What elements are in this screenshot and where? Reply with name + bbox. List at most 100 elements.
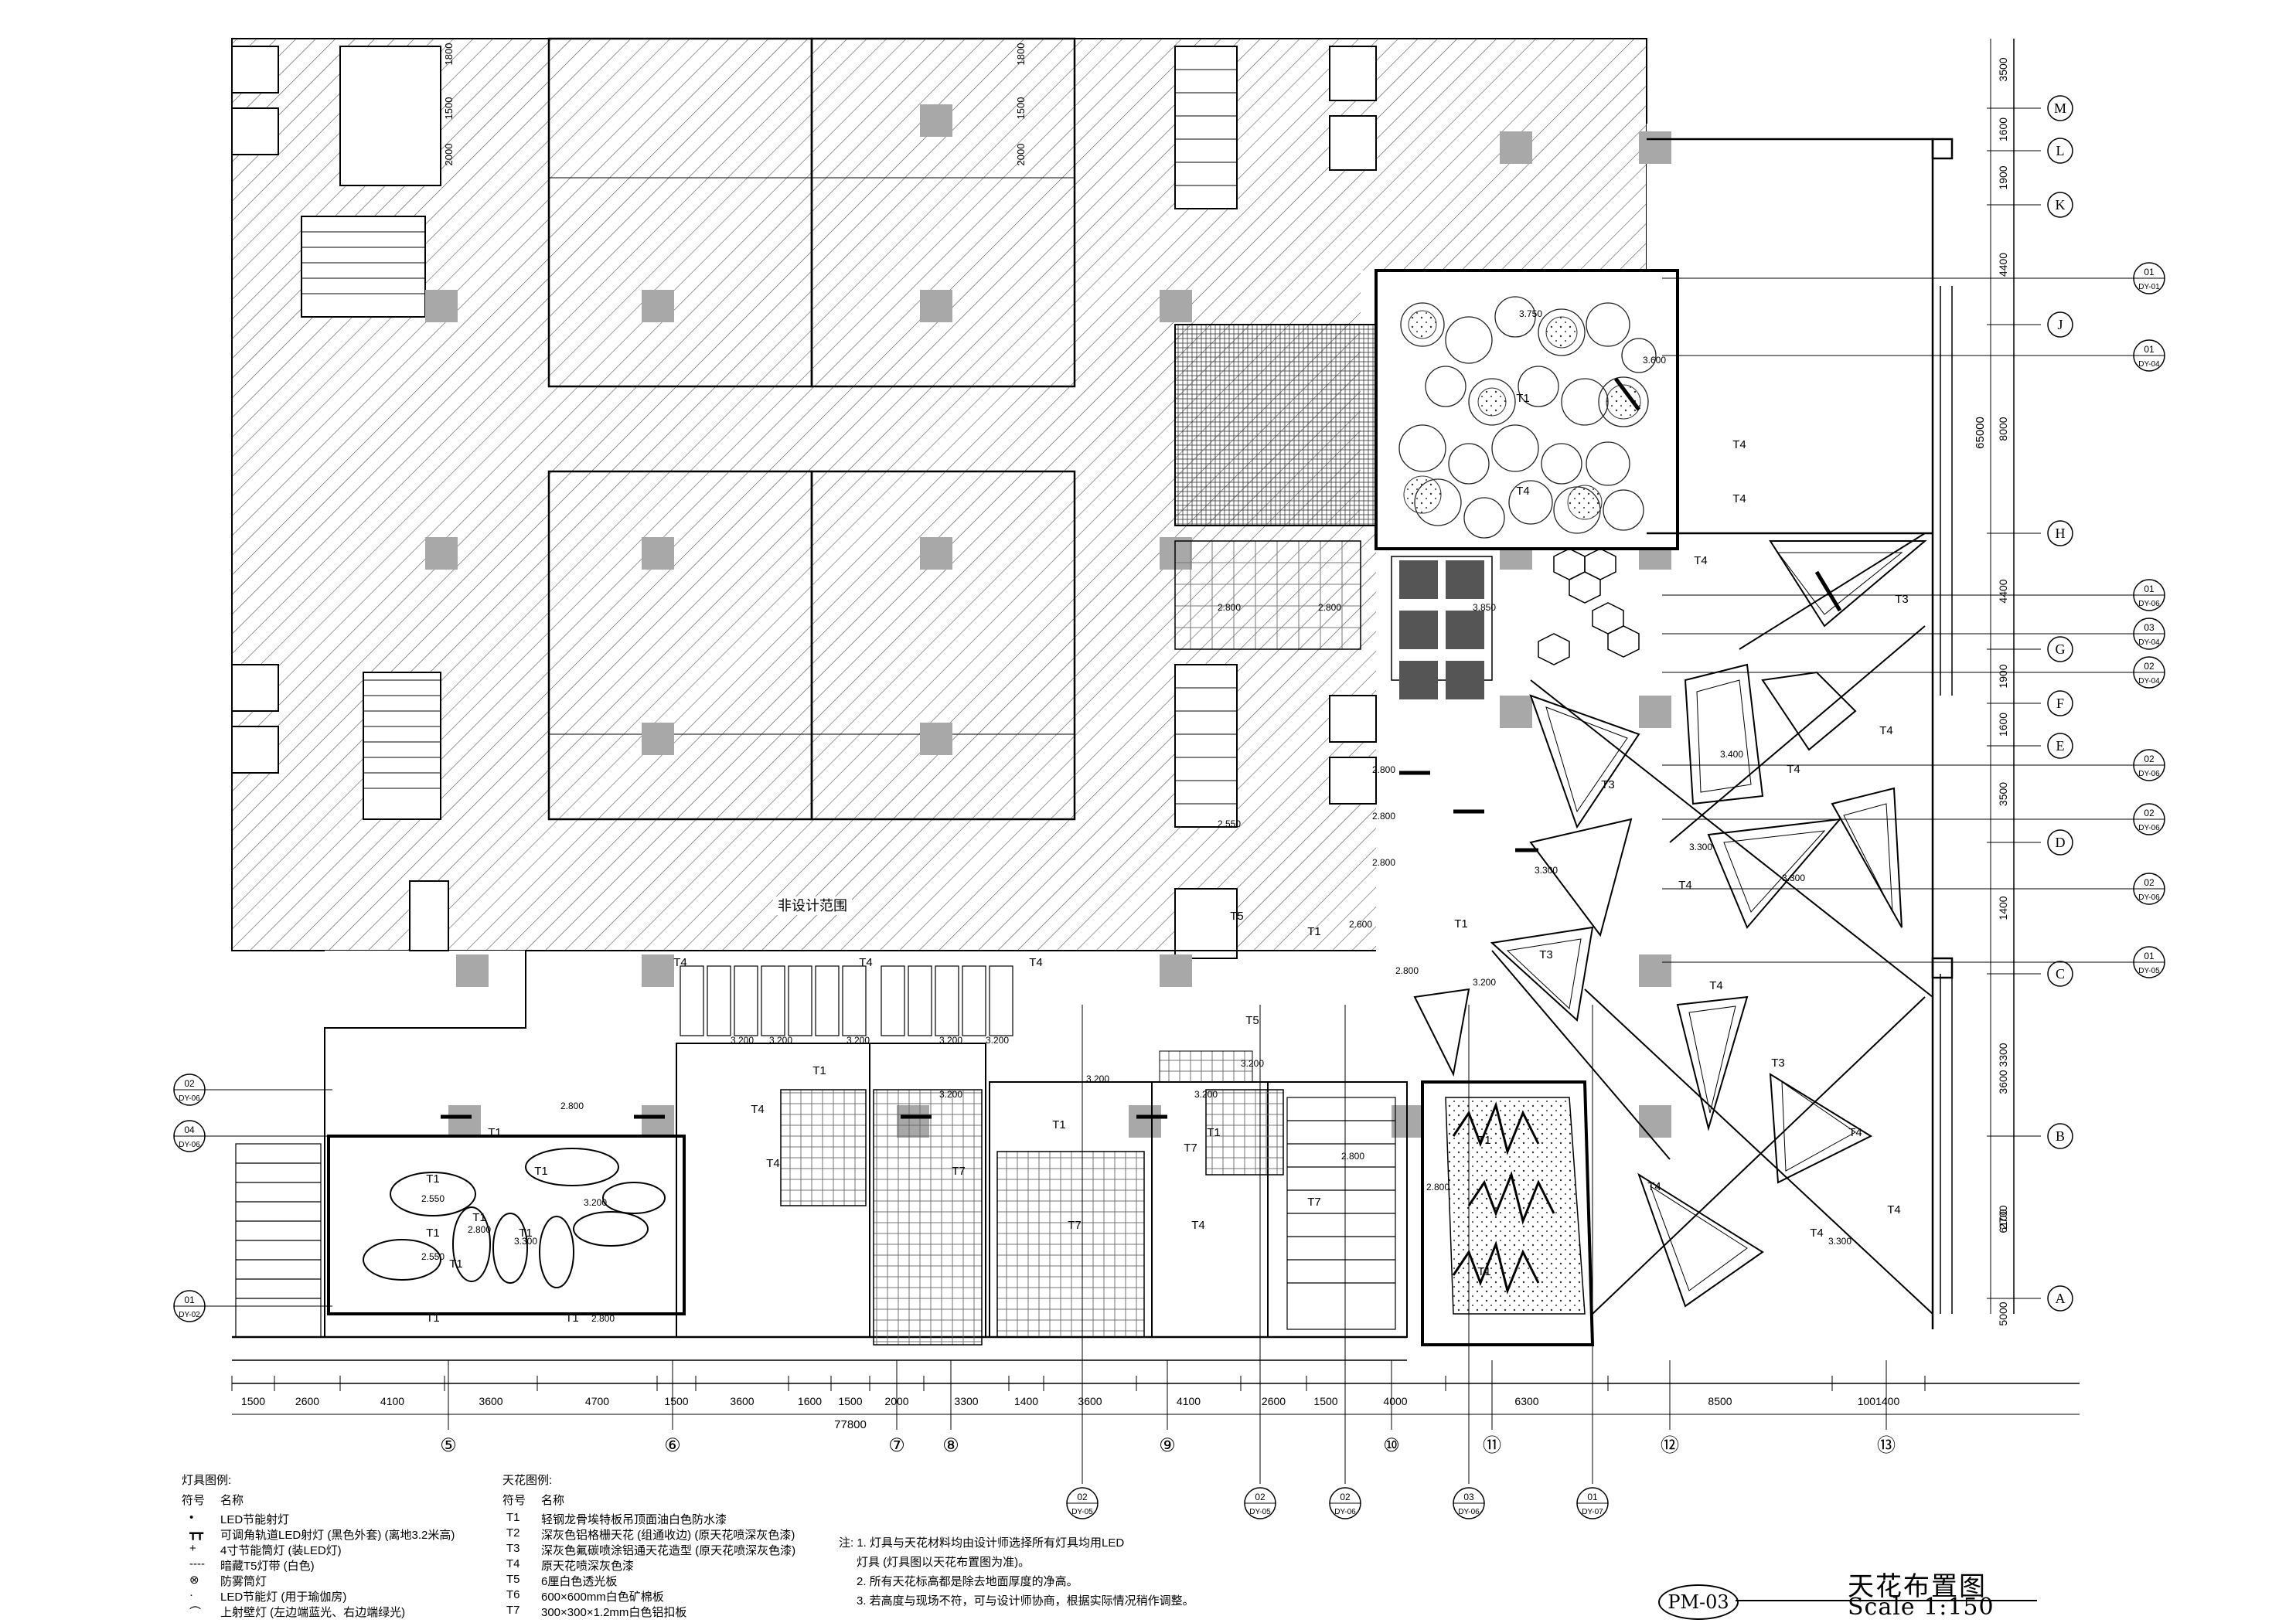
diagonal-ceiling-lines (1491, 532, 1933, 1315)
bottom-dim: 1400 (1014, 1395, 1038, 1407)
ceiling-height: 3.200 (769, 1035, 792, 1046)
light-legend-symbol: ┳┳ (189, 1527, 204, 1540)
ceiling-height: 2.600 (1349, 919, 1372, 930)
light-strip-marks (441, 377, 1842, 1119)
ceiling-code: T4 (1516, 485, 1530, 498)
ceiling-code: T1 (534, 1165, 548, 1178)
ceiling-code: T3 (1771, 1056, 1785, 1070)
ceiling-code: T1 (426, 1172, 440, 1186)
ceiling-code-labels: T1T4T4T4T4T3T4T4T3T4T4T3T4T4T4T3T1T1T1T4… (421, 43, 1909, 1325)
note-2: 灯具 (灯具图以天花布置图为准)。 (857, 1556, 1030, 1569)
light-legend-title: 灯具图例: (182, 1474, 232, 1487)
grid-row-label: L (2056, 143, 2065, 158)
grid-row-dim: 1900 (1997, 664, 2009, 688)
grid-row-label: D (2056, 835, 2066, 850)
section-mark-left-bottom: DY-02 (179, 1311, 200, 1319)
ceiling-code: T4 (859, 956, 873, 969)
ceiling-legend-name: 轻钢龙骨埃特板吊顶面油白色防水漆 (541, 1513, 727, 1526)
section-mark-right-top: 02 (2144, 808, 2155, 818)
grid-row-dim-extra: 5000 (1997, 1301, 2009, 1325)
grid-col-label: ⑨ (1159, 1434, 1176, 1456)
ceiling-code: T4 (1732, 438, 1746, 451)
left-dim: 2000 (1015, 144, 1027, 166)
ceiling-height: 2.800 (1372, 811, 1395, 822)
section-mark-bottom-bottom: DY-05 (1249, 1508, 1271, 1516)
ceiling-legend-name: 深灰色氟碳喷涂铝通天花造型 (原天花喷深灰色漆) (541, 1544, 796, 1557)
ceiling-code: T4 (1810, 1227, 1824, 1240)
ceiling-code: T3 (1895, 593, 1909, 606)
ceiling-height: 3.750 (1519, 308, 1542, 319)
ceiling-height: 3.300 (1782, 873, 1805, 883)
section-mark-bottom-bottom: DY-07 (1582, 1508, 1603, 1516)
ceiling-height: 3.400 (1720, 749, 1743, 760)
ceiling-code: T4 (1848, 1126, 1862, 1139)
section-mark-right-bottom: DY-06 (2138, 824, 2160, 832)
grid-row-label: A (2056, 1291, 2066, 1306)
small-hexagon-cluster (1538, 548, 1640, 665)
section-mark-right-top: 01 (2144, 344, 2155, 355)
ceiling-code: T4 (673, 956, 687, 969)
sheet-number: PM-03 (1658, 1584, 1739, 1620)
grid-row-label: E (2056, 738, 2065, 754)
bottom-dim: 1600 (798, 1395, 822, 1407)
grid-row-dim-extra: 6100 (1997, 1209, 2009, 1233)
bottom-dim: 3600 (479, 1395, 502, 1407)
ceiling-legend-name: 原天花喷深灰色漆 (541, 1560, 635, 1573)
ceiling-code: T4 (751, 1103, 765, 1116)
ceiling-code: T5 (1245, 1014, 1259, 1027)
grid-col-label: ⑪ (1483, 1434, 1501, 1456)
light-legend-header-name: 名称 (220, 1494, 244, 1507)
ceiling-code: T1 (1477, 1265, 1491, 1278)
ceiling-height: 3.200 (1086, 1073, 1109, 1084)
bottom-dim: 6300 (1514, 1395, 1538, 1407)
ceiling-legend-symbol: T5 (506, 1573, 520, 1586)
bottom-dim: 1500 (664, 1395, 688, 1407)
ceiling-height: 2.800 (1318, 602, 1341, 613)
title-underline (1736, 1600, 2037, 1601)
section-mark-right-top: 01 (2144, 267, 2155, 277)
bottom-dim: 1500 (1313, 1395, 1337, 1407)
ceiling-height: 3.300 (1689, 842, 1712, 852)
ceiling-code: T4 (1787, 763, 1800, 776)
ceiling-legend-symbol: T6 (506, 1588, 520, 1601)
ceiling-height: 2.800 (1341, 1151, 1364, 1162)
section-mark-bottom-top: 02 (1077, 1492, 1088, 1502)
section-mark-bottom-top: 03 (1463, 1492, 1474, 1502)
ceiling-height: 3.200 (584, 1197, 607, 1208)
bottom-dim: 1500 (241, 1395, 265, 1407)
ceiling-code: T4 (1191, 1219, 1205, 1232)
ceiling-height: 2.800 (591, 1313, 615, 1324)
right-grid-axis: M3500L1600K1900J4400H8000G4400F1900E1600… (1974, 39, 2073, 1326)
grid-row-label: F (2056, 696, 2064, 711)
light-legend-symbol: • (189, 1511, 194, 1524)
ceiling-height: 3.200 (939, 1035, 962, 1046)
ceiling-code: T4 (1694, 554, 1708, 567)
grid-col-label: ⑤ (440, 1434, 457, 1456)
section-mark-right-bottom: DY-06 (2138, 893, 2160, 902)
ceiling-legend-name: 300×300×1.2mm白色铝扣板 (541, 1606, 687, 1619)
bottom-dim: 4100 (1177, 1395, 1201, 1407)
left-dim: 1800 (1015, 43, 1027, 66)
grid-row-dim: 1900 (1997, 165, 2009, 189)
triangular-ceiling-features (1413, 540, 1927, 1308)
grid-row-label: G (2056, 641, 2066, 657)
ceiling-code: T1 (1052, 1118, 1066, 1131)
ceiling-code: T1 (1516, 392, 1530, 405)
grid-row-dim: 1400 (1997, 896, 2009, 920)
ceiling-height: 3.200 (1241, 1058, 1264, 1069)
section-mark-bottom-bottom: DY-05 (1071, 1508, 1093, 1516)
light-legend-symbol: ⌒ (189, 1606, 202, 1619)
grid-row-label: M (2054, 100, 2066, 116)
grid-row-bubble (2047, 138, 2073, 164)
grid-col-bubble (1875, 1434, 1897, 1456)
note-3: 2. 所有天花标高都是除去地面厚度的净高。 (857, 1575, 1078, 1588)
ceiling-legend-title: 天花图例: (502, 1474, 553, 1487)
ceiling-height: 3.600 (1643, 355, 1666, 366)
grid-row-bubble (2047, 733, 2073, 759)
section-mark-right-top: 02 (2144, 661, 2155, 672)
non-design-label: 非设计范围 (773, 897, 852, 915)
section-marks: 01DY-0101DY-0401DY-0603DY-0402DY-0402DY-… (173, 262, 2165, 1519)
light-legend-header-symbol: 符号 (182, 1494, 206, 1507)
stair-elevator-middle (1174, 46, 1377, 959)
stair-elevator-left (231, 46, 449, 951)
